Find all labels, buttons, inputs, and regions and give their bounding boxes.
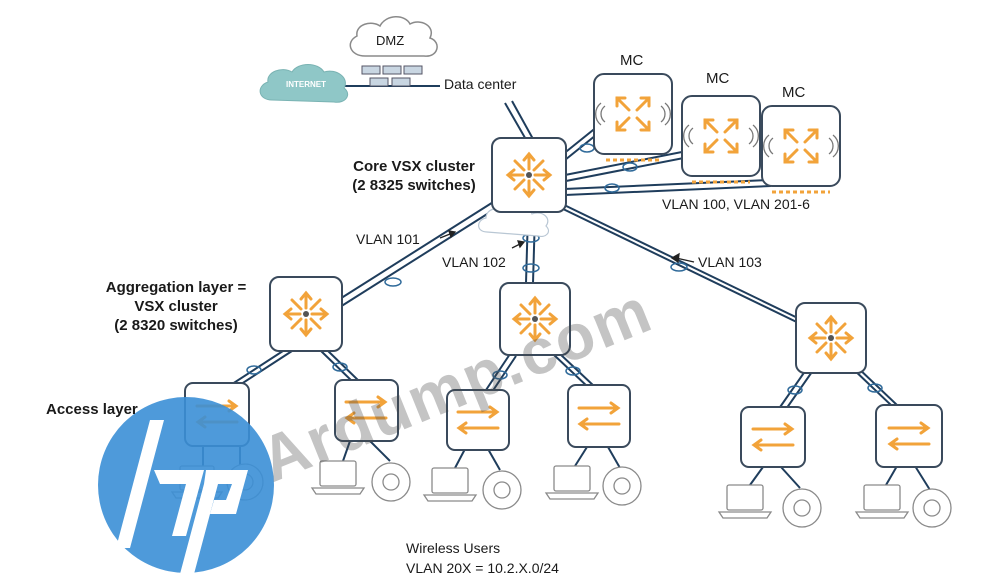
vlan-101-label: VLAN 101 bbox=[356, 231, 420, 247]
internet-cloud bbox=[259, 64, 349, 103]
aggregation-label-line1: Aggregation layer = bbox=[105, 279, 247, 296]
access-switch-6 bbox=[875, 404, 943, 468]
aggregation-label-line3: (2 8320 switches) bbox=[114, 317, 238, 334]
wireless-vlan-label: VLAN 20X = 10.2.X.0/24 bbox=[406, 560, 559, 576]
dmz-cloud bbox=[349, 16, 438, 87]
core-label-line1: Core VSX cluster bbox=[353, 158, 475, 175]
vlan-103-label: VLAN 103 bbox=[698, 254, 762, 270]
dmz-label: DMZ bbox=[376, 33, 405, 48]
mobility-controller-1 bbox=[593, 73, 673, 162]
mobility-controller-2 bbox=[681, 95, 761, 184]
aggregation-label-line2: VSX cluster bbox=[134, 298, 218, 315]
access-switch-4 bbox=[567, 384, 631, 448]
aggregation-switch-2 bbox=[499, 282, 571, 356]
core-label: Core VSX cluster (2 8325 switches) bbox=[334, 157, 494, 195]
mc-label-2: MC bbox=[706, 70, 730, 87]
mc-label-1: MC bbox=[620, 52, 644, 69]
aggregation-switch-1 bbox=[269, 276, 343, 352]
access-switch-3 bbox=[446, 389, 510, 451]
vlan-102-label: VLAN 102 bbox=[442, 254, 506, 270]
aggregation-switch-3 bbox=[795, 302, 867, 374]
access-switch-2 bbox=[334, 379, 399, 442]
wireless-users-label: Wireless Users bbox=[406, 540, 501, 556]
vlan-mc-label: VLAN 100, VLAN 201-6 bbox=[662, 196, 810, 212]
access-layer-label: Access layer bbox=[46, 401, 138, 418]
internet-label: INTERNET bbox=[286, 80, 326, 89]
hp-logo-icon bbox=[98, 397, 274, 574]
core-switch bbox=[491, 137, 567, 213]
core-label-line2: (2 8325 switches) bbox=[352, 177, 476, 194]
vlan-pointer-arrows bbox=[439, 230, 695, 264]
access-switch-5 bbox=[740, 406, 806, 468]
data-center-label: Data center bbox=[444, 76, 517, 92]
mobility-controller-3 bbox=[761, 105, 841, 194]
mc-label-3: MC bbox=[782, 84, 806, 101]
aggregation-label: Aggregation layer = VSX cluster (2 8320 … bbox=[86, 278, 266, 335]
